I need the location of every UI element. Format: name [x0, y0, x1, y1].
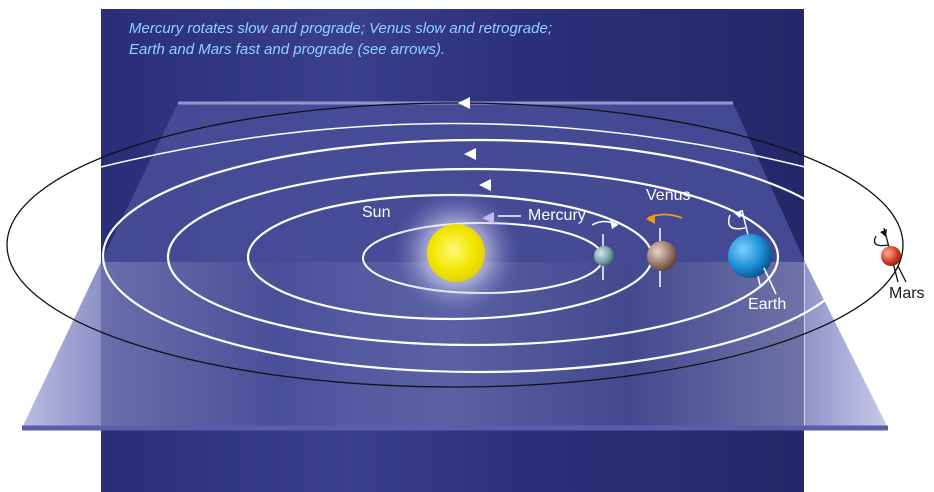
- orbit-arrow-icon: [464, 148, 476, 160]
- mars-label: Mars: [889, 285, 925, 302]
- mars-rotation-arrow: [873, 235, 889, 247]
- orbit-arrow-icon: [479, 179, 491, 191]
- earth-icon: [728, 234, 772, 278]
- mars-orbit-overlay: [100, 122, 806, 168]
- caption-line-2: Earth and Mars fast and prograde (see ar…: [129, 41, 445, 58]
- venus-label: Venus: [646, 187, 691, 204]
- earth-rotation-arrow: [727, 214, 746, 230]
- caption-line-1: Mercury rotates slow and prograde; Venus…: [129, 20, 552, 37]
- venus-rotation-arrowhead: [646, 214, 655, 224]
- mercury-rotation-arrowhead: [610, 220, 618, 229]
- mars-icon: [881, 246, 901, 266]
- side-panel-right: [805, 262, 888, 428]
- mercury-icon: [594, 246, 614, 266]
- earth-orbit: [101, 138, 855, 374]
- sun-icon: [427, 224, 485, 282]
- orbital-plane-back: [101, 103, 805, 262]
- sun-label: Sun: [362, 204, 391, 221]
- orbit-arrow-icon: [458, 97, 470, 109]
- mars-orbit: [6, 102, 904, 388]
- mars-leader-line: [897, 265, 907, 283]
- side-panel-left: [22, 262, 101, 428]
- mercury-label: Mercury: [528, 207, 586, 224]
- mars-rotation-arrowhead: [880, 229, 887, 237]
- earth-rotation-arrowhead: [734, 210, 742, 218]
- venus-orbit: [166, 167, 780, 347]
- earth-label: Earth: [748, 296, 787, 313]
- earth-leader-line: [763, 267, 777, 295]
- venus-icon: [647, 241, 677, 271]
